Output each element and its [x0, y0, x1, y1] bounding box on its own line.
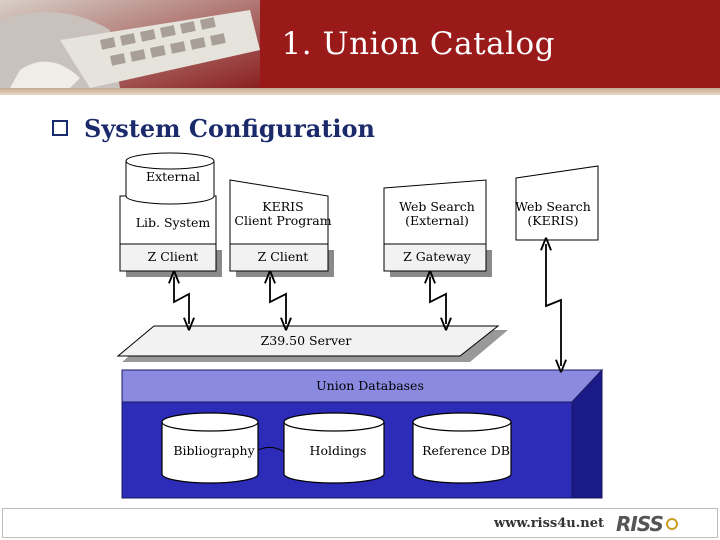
keyboard-photo-icon [0, 0, 260, 88]
connector-gateway-to-server [430, 277, 446, 324]
keris-client-line2: Client Program [234, 213, 331, 228]
z-client-2-label: Z Client [258, 249, 309, 264]
union-databases-label: Union Databases [316, 378, 424, 393]
connector-keris-web-to-db [546, 244, 561, 366]
keris-client-stack: Z Client KERIS Client Program [229, 179, 334, 277]
z-gateway-label: Z Gateway [403, 249, 472, 264]
seal-icon [666, 518, 678, 530]
reference-db: Reference DB [412, 412, 512, 484]
keris-client-line1: KERIS [262, 199, 303, 214]
web-search-external-stack: Z Gateway Web Search (External) [383, 179, 492, 277]
web-search-ext-line2: (External) [405, 213, 469, 228]
footer-bar [2, 508, 718, 538]
footer: www.riss4u.net RISS [0, 508, 720, 540]
section-title: System Configuration [84, 114, 375, 143]
z3950-server-bar: Z39.50 Server [116, 325, 508, 362]
checkbox-bullet-icon [52, 120, 68, 136]
web-search-keris-line2: (KERIS) [527, 213, 578, 228]
page-title: 1. Union Catalog [281, 26, 555, 62]
external-label: External [146, 169, 200, 184]
bibliography-label: Bibliography [173, 443, 255, 458]
riss-logo: RISS [616, 512, 664, 536]
z3950-server-label: Z39.50 Server [261, 333, 352, 348]
footer-url[interactable]: www.riss4u.net [494, 516, 604, 531]
web-search-keris-box: Web Search (KERIS) [515, 165, 599, 241]
web-search-keris-line1: Web Search [515, 199, 591, 214]
system-configuration-diagram: Union Databases Bibliography Holdings Re… [116, 152, 604, 499]
holdings-db: Holdings [283, 412, 385, 484]
connector-keris-to-server [270, 277, 286, 324]
web-search-ext-line1: Web Search [399, 199, 475, 214]
lib-system-stack: Z Client Lib. System External [119, 152, 222, 277]
lib-system-label: Lib. System [136, 215, 211, 230]
header-banner: 1. Union Catalog [0, 0, 720, 88]
header-divider [0, 88, 720, 95]
connector-lib-to-server [174, 277, 189, 324]
bibliography-db: Bibliography [161, 412, 259, 484]
holdings-label: Holdings [310, 443, 367, 458]
z-client-1-label: Z Client [148, 249, 199, 264]
bibliography-holdings-link [257, 446, 285, 453]
reference-db-label: Reference DB [422, 443, 510, 458]
